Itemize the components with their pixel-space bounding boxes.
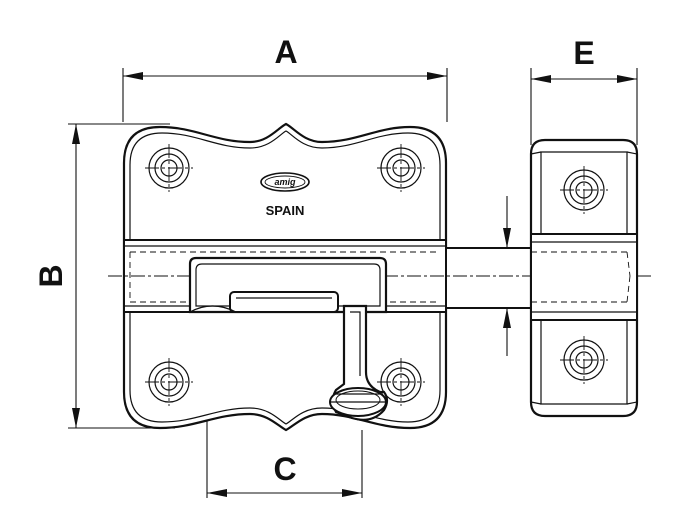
keeper-hole-bottom [560,336,608,384]
brand-logo-text: amig [274,177,296,187]
dimension-e: E [530,35,638,145]
arrowhead-e-right [617,75,637,83]
arrowhead-a-left [123,72,143,80]
arrowhead-c-left [207,489,227,497]
arrowhead-b-top [72,124,80,144]
keeper-barrel [530,233,638,321]
brand-logo: amig [260,172,310,192]
arrowhead-diameter-top [503,228,511,248]
arrowhead-e-left [531,75,551,83]
keeper-hole-top [560,166,608,214]
dimension-a: A [122,34,448,122]
arrowhead-diameter-bottom [503,308,511,328]
arrowhead-b-bottom [72,408,80,428]
dimension-label-c: C [273,451,296,487]
dimension-b: B [33,123,175,429]
dimension-label-e: E [573,35,594,71]
mounting-hole-top-right [377,144,425,192]
bolt-shaft [445,247,532,309]
bolt-slot-window [188,256,388,314]
mounting-hole-bottom-left [145,358,193,406]
mounting-hole-top-left [145,144,193,192]
slot-cutout-arc [189,305,237,313]
origin-label: SPAIN [266,203,305,218]
bolt-handle [329,304,389,421]
dimension-label-b: B [33,264,69,287]
dimension-label-a: A [274,34,297,70]
plate-inner-edge [129,130,441,425]
arrowhead-c-right [342,489,362,497]
arrowhead-a-right [427,72,447,80]
mounting-hole-bottom-right [377,358,425,406]
